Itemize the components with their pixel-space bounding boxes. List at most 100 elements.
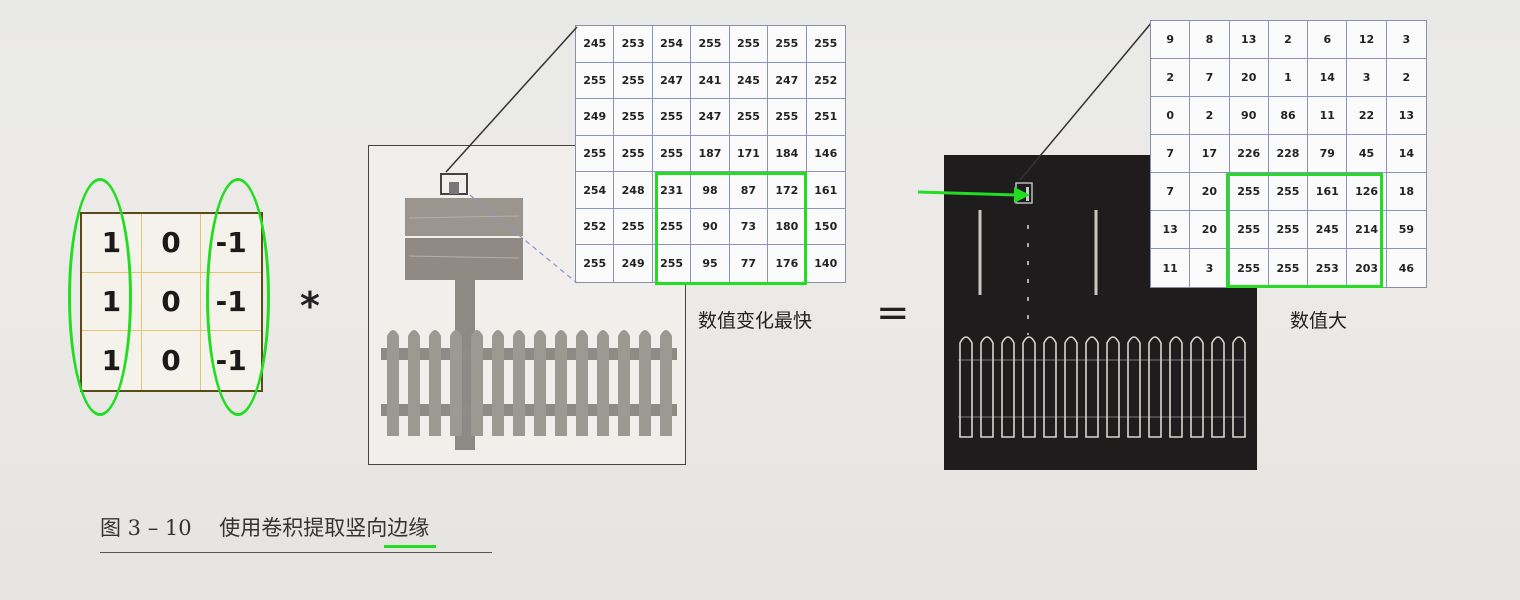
grid-cell: 255 [614, 208, 653, 246]
grid-cell: 184 [768, 135, 807, 173]
grid-cell: 247 [768, 62, 807, 100]
fence-picket [639, 330, 651, 436]
grid-cell: 13 [1151, 211, 1191, 249]
convolution-operator: * [300, 284, 320, 328]
grid-cell: 20 [1190, 173, 1230, 211]
grid-cell: 249 [576, 99, 615, 136]
grid-cell: 86 [1268, 97, 1309, 135]
grid-cell: 214 [1347, 211, 1387, 249]
grid-cell: 251 [806, 99, 845, 136]
grid-cell: 255 [614, 62, 653, 100]
grid-cell: 46 [1398, 261, 1414, 275]
grid-cell: 22 [1347, 97, 1387, 135]
kernel-right-column-highlight [206, 178, 270, 416]
grid-cell: 13 [1386, 97, 1426, 135]
grid-cell: 87 [729, 172, 769, 209]
grid-cell: 98 [691, 172, 730, 209]
grid-cell: 8 [1190, 21, 1230, 59]
grid-cell: 6 [1308, 21, 1348, 59]
grid-cell: 1 [1268, 59, 1309, 97]
grid-cell: 249 [614, 245, 653, 282]
grid-cell: 14 [1308, 59, 1348, 97]
edge-illustration [958, 182, 1246, 438]
grid-cell: 59 [1386, 211, 1426, 249]
input-grid-label: 数值变化最快 [698, 310, 813, 332]
grid-cell: 14 [1386, 135, 1426, 173]
grid-cell: 2 [1386, 59, 1426, 97]
grid-cell: 161 [806, 172, 845, 209]
fence-picket [618, 330, 630, 436]
grid-cell: 2 [1268, 21, 1309, 59]
fence-picket [1106, 336, 1120, 438]
equals-operator: = [876, 290, 910, 336]
grid-cell: 18 [1386, 173, 1426, 211]
grid-cell: 20 [1190, 211, 1230, 249]
grid-cell: 231 [652, 172, 692, 209]
fence-picket [1001, 336, 1015, 438]
fence-picket [408, 330, 420, 436]
grid-cell: 254 [576, 172, 615, 209]
fence-picket [513, 330, 525, 436]
grid-cell: 255 [729, 99, 769, 136]
fence-picket [1022, 336, 1036, 438]
fence-picket [429, 330, 441, 436]
grid-cell: 203 [1347, 249, 1387, 287]
grid-cell: 2 [1151, 59, 1191, 97]
grid-cell: 3 [1386, 21, 1426, 59]
fence-picket [387, 330, 399, 436]
grid-cell: 255 [768, 26, 807, 63]
fence-picket [534, 330, 546, 436]
grid-cell: 255 [1268, 211, 1309, 249]
grid-cell: 17 [1190, 135, 1230, 173]
fence-picket [1148, 336, 1162, 438]
grid-cell: 11 [1151, 249, 1191, 287]
grid-cell: 126 [1347, 173, 1387, 211]
grid-cell: 255 [1268, 173, 1309, 211]
caption-underline-mark [384, 545, 436, 548]
grid-cell: 255 [1229, 211, 1269, 249]
grid-cell: 254 [652, 26, 692, 63]
output-highlight-box [1226, 173, 1383, 288]
grid-cell: 255 [576, 245, 615, 282]
grid-cell: 171 [729, 135, 769, 173]
grid-cell: 241 [691, 62, 730, 100]
fence-picket [1127, 336, 1141, 438]
fence-picket [492, 330, 504, 436]
grid-cell: 13 [1229, 21, 1269, 59]
fence-picket [1190, 336, 1204, 438]
fence-picket [1064, 336, 1078, 438]
fence-picket [1043, 336, 1057, 438]
grid-cell: 140 [814, 257, 838, 271]
grid-cell: 95 [691, 245, 730, 282]
grid-cell: 255 [614, 99, 653, 136]
grid-cell: 255 [768, 99, 807, 136]
fence-picket [1211, 336, 1225, 438]
grid-cell: 161 [1308, 173, 1348, 211]
caption-rule [100, 552, 492, 553]
grid-cell: 12 [1347, 21, 1387, 59]
grid-cell: 255 [691, 26, 730, 63]
grid-cell: 150 [806, 209, 845, 246]
grid-cell: 187 [691, 135, 730, 173]
grid-cell: 7 [1151, 135, 1191, 173]
grid-cell: 7 [1151, 173, 1191, 211]
grid-cell: 248 [614, 172, 653, 209]
kernel-cell: 0 [141, 272, 202, 332]
grid-cell: 11 [1308, 97, 1348, 135]
grid-cell: 255 [652, 135, 692, 173]
kernel-cell: 0 [142, 331, 202, 390]
grid-cell: 0 [1151, 97, 1191, 135]
output-grid-label: 数值大 [1290, 310, 1348, 332]
grid-cell: 245 [1308, 211, 1348, 249]
grid-cell: 253 [614, 26, 653, 63]
grid-cell: 255 [1230, 249, 1269, 287]
fence-picket [450, 330, 462, 436]
grid-cell: 255 [576, 62, 615, 100]
grid-cell: 255 [652, 208, 692, 246]
fence-picket [1085, 336, 1099, 438]
fence-picket [1232, 336, 1246, 438]
grid-cell: 255 [1229, 173, 1269, 211]
grid-cell: 73 [729, 208, 769, 246]
grid-cell: 20 [1229, 59, 1269, 97]
